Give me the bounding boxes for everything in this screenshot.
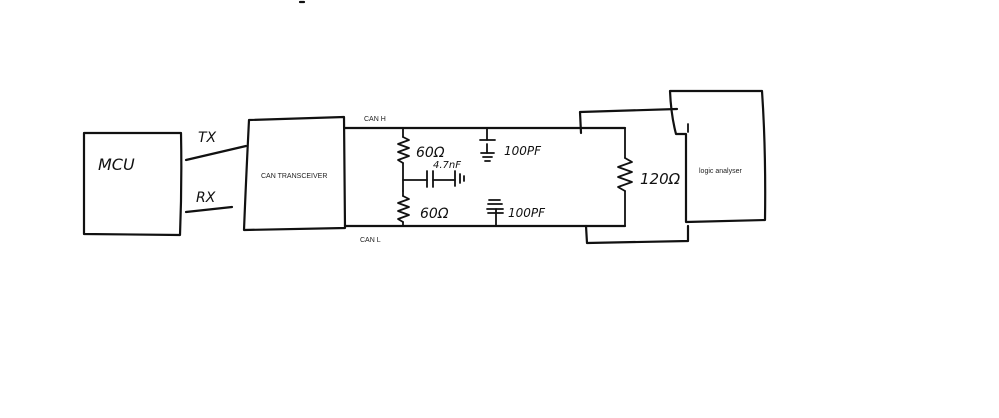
rx-line	[184, 205, 234, 214]
r-term-resistor	[617, 157, 633, 192]
rx-label: RX	[196, 190, 216, 206]
transceiver-label: CAN TRANSCEIVER	[261, 173, 327, 180]
mcu-label: MCU	[98, 155, 135, 174]
analyser-box	[668, 89, 767, 224]
transceiver-box	[242, 115, 347, 232]
c-top-label: 100PF	[504, 144, 542, 158]
c-mid-label: 4.7nF	[433, 160, 461, 171]
r-bottom-label: 60Ω	[420, 206, 449, 222]
mcu-box	[82, 131, 183, 237]
r-top-label: 60Ω	[416, 145, 445, 161]
can-l-label: CAN L	[360, 237, 381, 244]
tx-label: TX	[198, 130, 217, 146]
r-bottom-resistor	[397, 195, 410, 223]
c-bottom-label: 100PF	[508, 206, 546, 220]
r-top-resistor	[397, 136, 410, 164]
r-term-label: 120Ω	[640, 170, 681, 188]
analyser-probe-box	[578, 107, 690, 245]
tx-line	[184, 144, 248, 162]
can-h-label: CAN H	[364, 116, 386, 123]
analyser-label: logic analyser	[699, 168, 742, 175]
